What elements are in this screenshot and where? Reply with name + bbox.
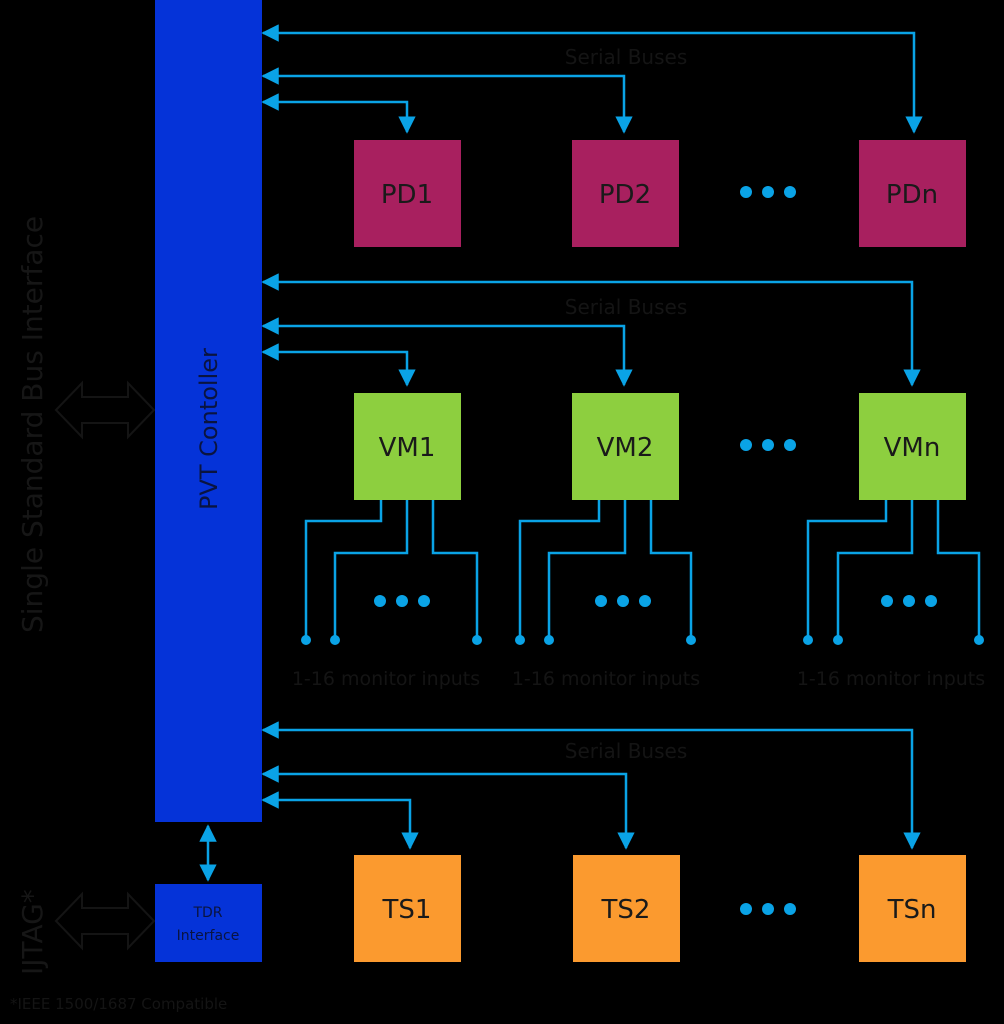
bus-interface-label: Single Standard Bus Interface bbox=[16, 216, 49, 633]
pd-row: Serial Buses PD1 PD2 PDn bbox=[261, 24, 966, 247]
footnote: *IEEE 1500/1687 Compatible bbox=[10, 995, 227, 1013]
pd-bus-n bbox=[261, 24, 923, 134]
vm2-block bbox=[572, 393, 679, 500]
pvt-controller-block bbox=[155, 0, 262, 822]
ts-bus-n bbox=[261, 721, 921, 850]
pdn-label: PDn bbox=[886, 180, 938, 210]
ts2-label: TS2 bbox=[601, 895, 651, 925]
tdr-label-line1: TDR bbox=[192, 905, 222, 921]
ts-bus-1 bbox=[261, 791, 419, 850]
ijtag-double-arrow-icon bbox=[54, 891, 156, 951]
vm-bus-2 bbox=[261, 317, 633, 387]
pd1-label: PD1 bbox=[381, 180, 433, 210]
vm1-block bbox=[354, 393, 461, 500]
ts1-label: TS1 bbox=[382, 895, 432, 925]
pd-bus-2 bbox=[261, 67, 633, 134]
vm-bus-n bbox=[261, 273, 921, 387]
vm2-label: VM2 bbox=[597, 433, 654, 463]
vmn-monitor-label: 1-16 monitor inputs bbox=[797, 668, 985, 690]
ts-bus-label: Serial Buses bbox=[565, 739, 688, 763]
pd-bus-label: Serial Buses bbox=[565, 45, 688, 69]
pdn-block bbox=[859, 140, 966, 247]
pd1-block bbox=[354, 140, 461, 247]
vm-ellipsis-icon bbox=[740, 439, 796, 451]
ts2-block bbox=[573, 855, 680, 962]
ts1-block bbox=[354, 855, 461, 962]
vmn-block bbox=[859, 393, 966, 500]
vm-bus-label: Serial Buses bbox=[565, 295, 688, 319]
pd-bus-1 bbox=[261, 93, 416, 134]
tdr-interface-block bbox=[155, 884, 262, 962]
vm2-monitor-label: 1-16 monitor inputs bbox=[512, 668, 700, 690]
vm1-label: VM1 bbox=[379, 433, 436, 463]
tdr-label-line2: Interface bbox=[177, 928, 240, 944]
vm-row: Serial Buses VM1 VM2 VMn bbox=[261, 273, 985, 690]
vm1-monitor-label: 1-16 monitor inputs bbox=[292, 668, 480, 690]
ts-ellipsis-icon bbox=[740, 903, 796, 915]
ts-bus-2 bbox=[261, 765, 635, 850]
pd2-label: PD2 bbox=[599, 180, 651, 210]
ts-row: Serial Buses TS1 TS2 TSn bbox=[261, 721, 966, 962]
vm1-monitor-inputs bbox=[301, 500, 482, 645]
pd-ellipsis-icon bbox=[740, 186, 796, 198]
tsn-block bbox=[859, 855, 966, 962]
tsn-label: TSn bbox=[887, 895, 937, 925]
vmn-monitor-inputs bbox=[803, 500, 984, 645]
vmn-label: VMn bbox=[884, 433, 941, 463]
vm2-monitor-inputs bbox=[515, 500, 696, 645]
pvt-controller-label: PVT Contoller bbox=[195, 348, 223, 510]
bus-interface-double-arrow-icon bbox=[54, 380, 156, 440]
vm-bus-1 bbox=[261, 343, 416, 387]
ijtag-label: IJTAG* bbox=[16, 889, 49, 975]
pd2-block bbox=[572, 140, 679, 247]
